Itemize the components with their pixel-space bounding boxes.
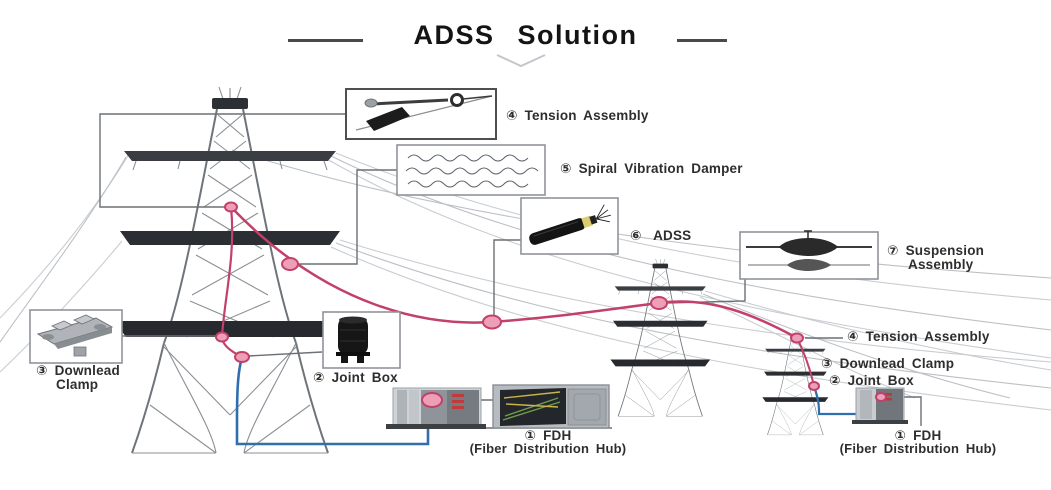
label-joint-box-left: ② Joint Box xyxy=(313,370,398,385)
fdh-open-cabinet-photo xyxy=(492,384,610,429)
label-downlead-clamp-right: ③ Downlead Clamp xyxy=(821,356,955,371)
label-fdh-right-line2: (Fiber Distribution Hub) xyxy=(839,441,997,456)
label-downlead-clamp-left-line2: Clamp xyxy=(56,377,99,392)
marker-fdh-right xyxy=(875,392,887,402)
suspension-assembly-thumbnail xyxy=(739,230,879,280)
adss-cable-thumbnail xyxy=(520,197,619,255)
marker-tension-right xyxy=(790,332,804,344)
marker-suspension xyxy=(650,296,668,310)
label-fdh-center-line2: (Fiber Distribution Hub) xyxy=(469,441,627,456)
cable-markers xyxy=(215,201,887,408)
transmission-tower-medium xyxy=(609,258,711,417)
label-suspension-assembly-line2: Assembly xyxy=(908,257,974,272)
label-suspension-assembly-line1: ⑦ Suspension xyxy=(887,243,985,258)
label-tension-assembly-top: ④ Tension Assembly xyxy=(506,108,649,123)
title-rule-right xyxy=(677,39,727,42)
marker-joint-right xyxy=(808,381,820,391)
label-adss: ⑥ ADSS xyxy=(630,228,692,243)
label-spiral-vibration-damper: ⑤ Spiral Vibration Damper xyxy=(560,161,743,176)
label-fdh-right-line1: ① FDH xyxy=(894,428,942,443)
marker-joint-left xyxy=(234,351,250,363)
marker-damper xyxy=(281,257,299,271)
spiral-vibration-damper-thumbnail xyxy=(396,144,546,196)
label-joint-box-right: ② Joint Box xyxy=(829,373,914,388)
label-tension-assembly-right: ④ Tension Assembly xyxy=(847,329,990,344)
label-fdh-center-line1: ① FDH xyxy=(524,428,572,443)
marker-adss xyxy=(482,314,502,330)
chevron-down-icon xyxy=(496,54,546,68)
marker-downlead-left xyxy=(215,331,229,343)
page-title: ADSS Solution xyxy=(413,20,638,50)
label-downlead-clamp-left-line1: ③ Downlead xyxy=(36,363,120,378)
joint-box-thumbnail xyxy=(322,311,401,369)
downlead-clamp-thumbnail xyxy=(29,309,123,364)
marker-tension-left xyxy=(224,201,238,213)
marker-fdh-center xyxy=(421,392,443,408)
tension-assembly-thumbnail xyxy=(345,88,497,140)
title-rule-left xyxy=(288,39,363,42)
